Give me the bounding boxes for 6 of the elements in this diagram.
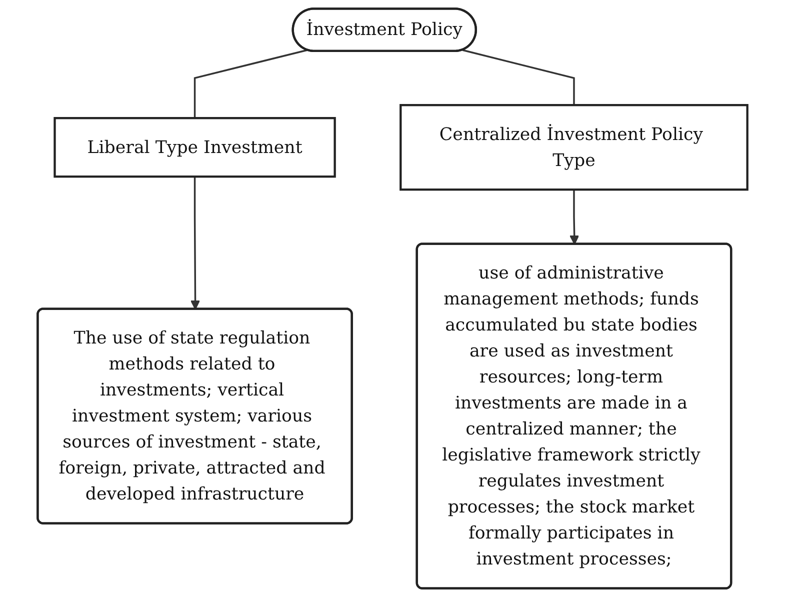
connector bbox=[194, 49, 308, 118]
node-box: Centralized İnvestment Policy Type bbox=[400, 104, 749, 191]
arrow bbox=[570, 190, 580, 245]
node-box: Liberal Type Investment bbox=[54, 117, 336, 178]
arrow bbox=[190, 176, 201, 310]
connector bbox=[463, 49, 576, 106]
